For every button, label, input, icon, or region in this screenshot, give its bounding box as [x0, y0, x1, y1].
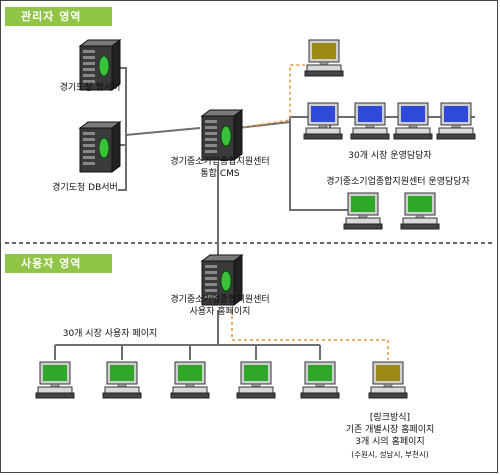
admin-30-label: 30개 시장 운영담당자 [348, 151, 432, 161]
user-city-pc-icon [236, 361, 276, 399]
center-admin-label: 경기중소기업종합지원센터 운영담당자 [326, 177, 470, 187]
user-city-pc-icon [102, 361, 142, 399]
cms-label-line1: 경기중소기업종합지원센터 [170, 157, 270, 167]
link-label-line1: [링크방식] [369, 413, 411, 423]
user-server-label-line1: 경기중소기업종합지원센터 [170, 295, 270, 305]
user-link-pc-icon [368, 361, 408, 399]
center-admin-pc-icon [400, 192, 440, 230]
admin-area-title: 관리자 영역 [5, 7, 112, 26]
admin-city-pc-icon [393, 102, 433, 140]
cms-label-line2: 통합 CMS [200, 169, 240, 179]
user-link-dash [231, 310, 389, 360]
admin-city-pc-icon [350, 102, 390, 140]
db-server-label: 경기도청 DB서버 [52, 183, 118, 193]
admin-link-pc-icon [304, 39, 344, 77]
user-connections [54, 310, 321, 360]
admin-city-pc-icon [436, 102, 476, 140]
user-area-title: 사용자 영역 [5, 254, 112, 273]
cms-server-icon [201, 109, 243, 161]
web-server-label: 경기도청 웹서버 [59, 83, 121, 93]
link-label-line3: 3개 시의 홈페이지 [355, 437, 425, 447]
user-city-pc-icon [170, 361, 210, 399]
user-server-label-line2: 사용자 홈페이지 [189, 307, 251, 317]
user-city-pc-icon [35, 361, 75, 399]
link-label-line2: 기존 개별시장 홈페이지 [345, 425, 435, 435]
admin-city-pc-icon [303, 102, 343, 140]
user-city-pc-icon [300, 361, 340, 399]
center-admin-pc-icon [343, 192, 383, 230]
user-30-label: 30개 시장 사용자 페이지 [62, 329, 158, 339]
db-server-icon [79, 121, 121, 173]
link-label-line4: (수원시, 성남시, 부천시) [351, 450, 429, 459]
admin-link-dash [237, 64, 305, 129]
